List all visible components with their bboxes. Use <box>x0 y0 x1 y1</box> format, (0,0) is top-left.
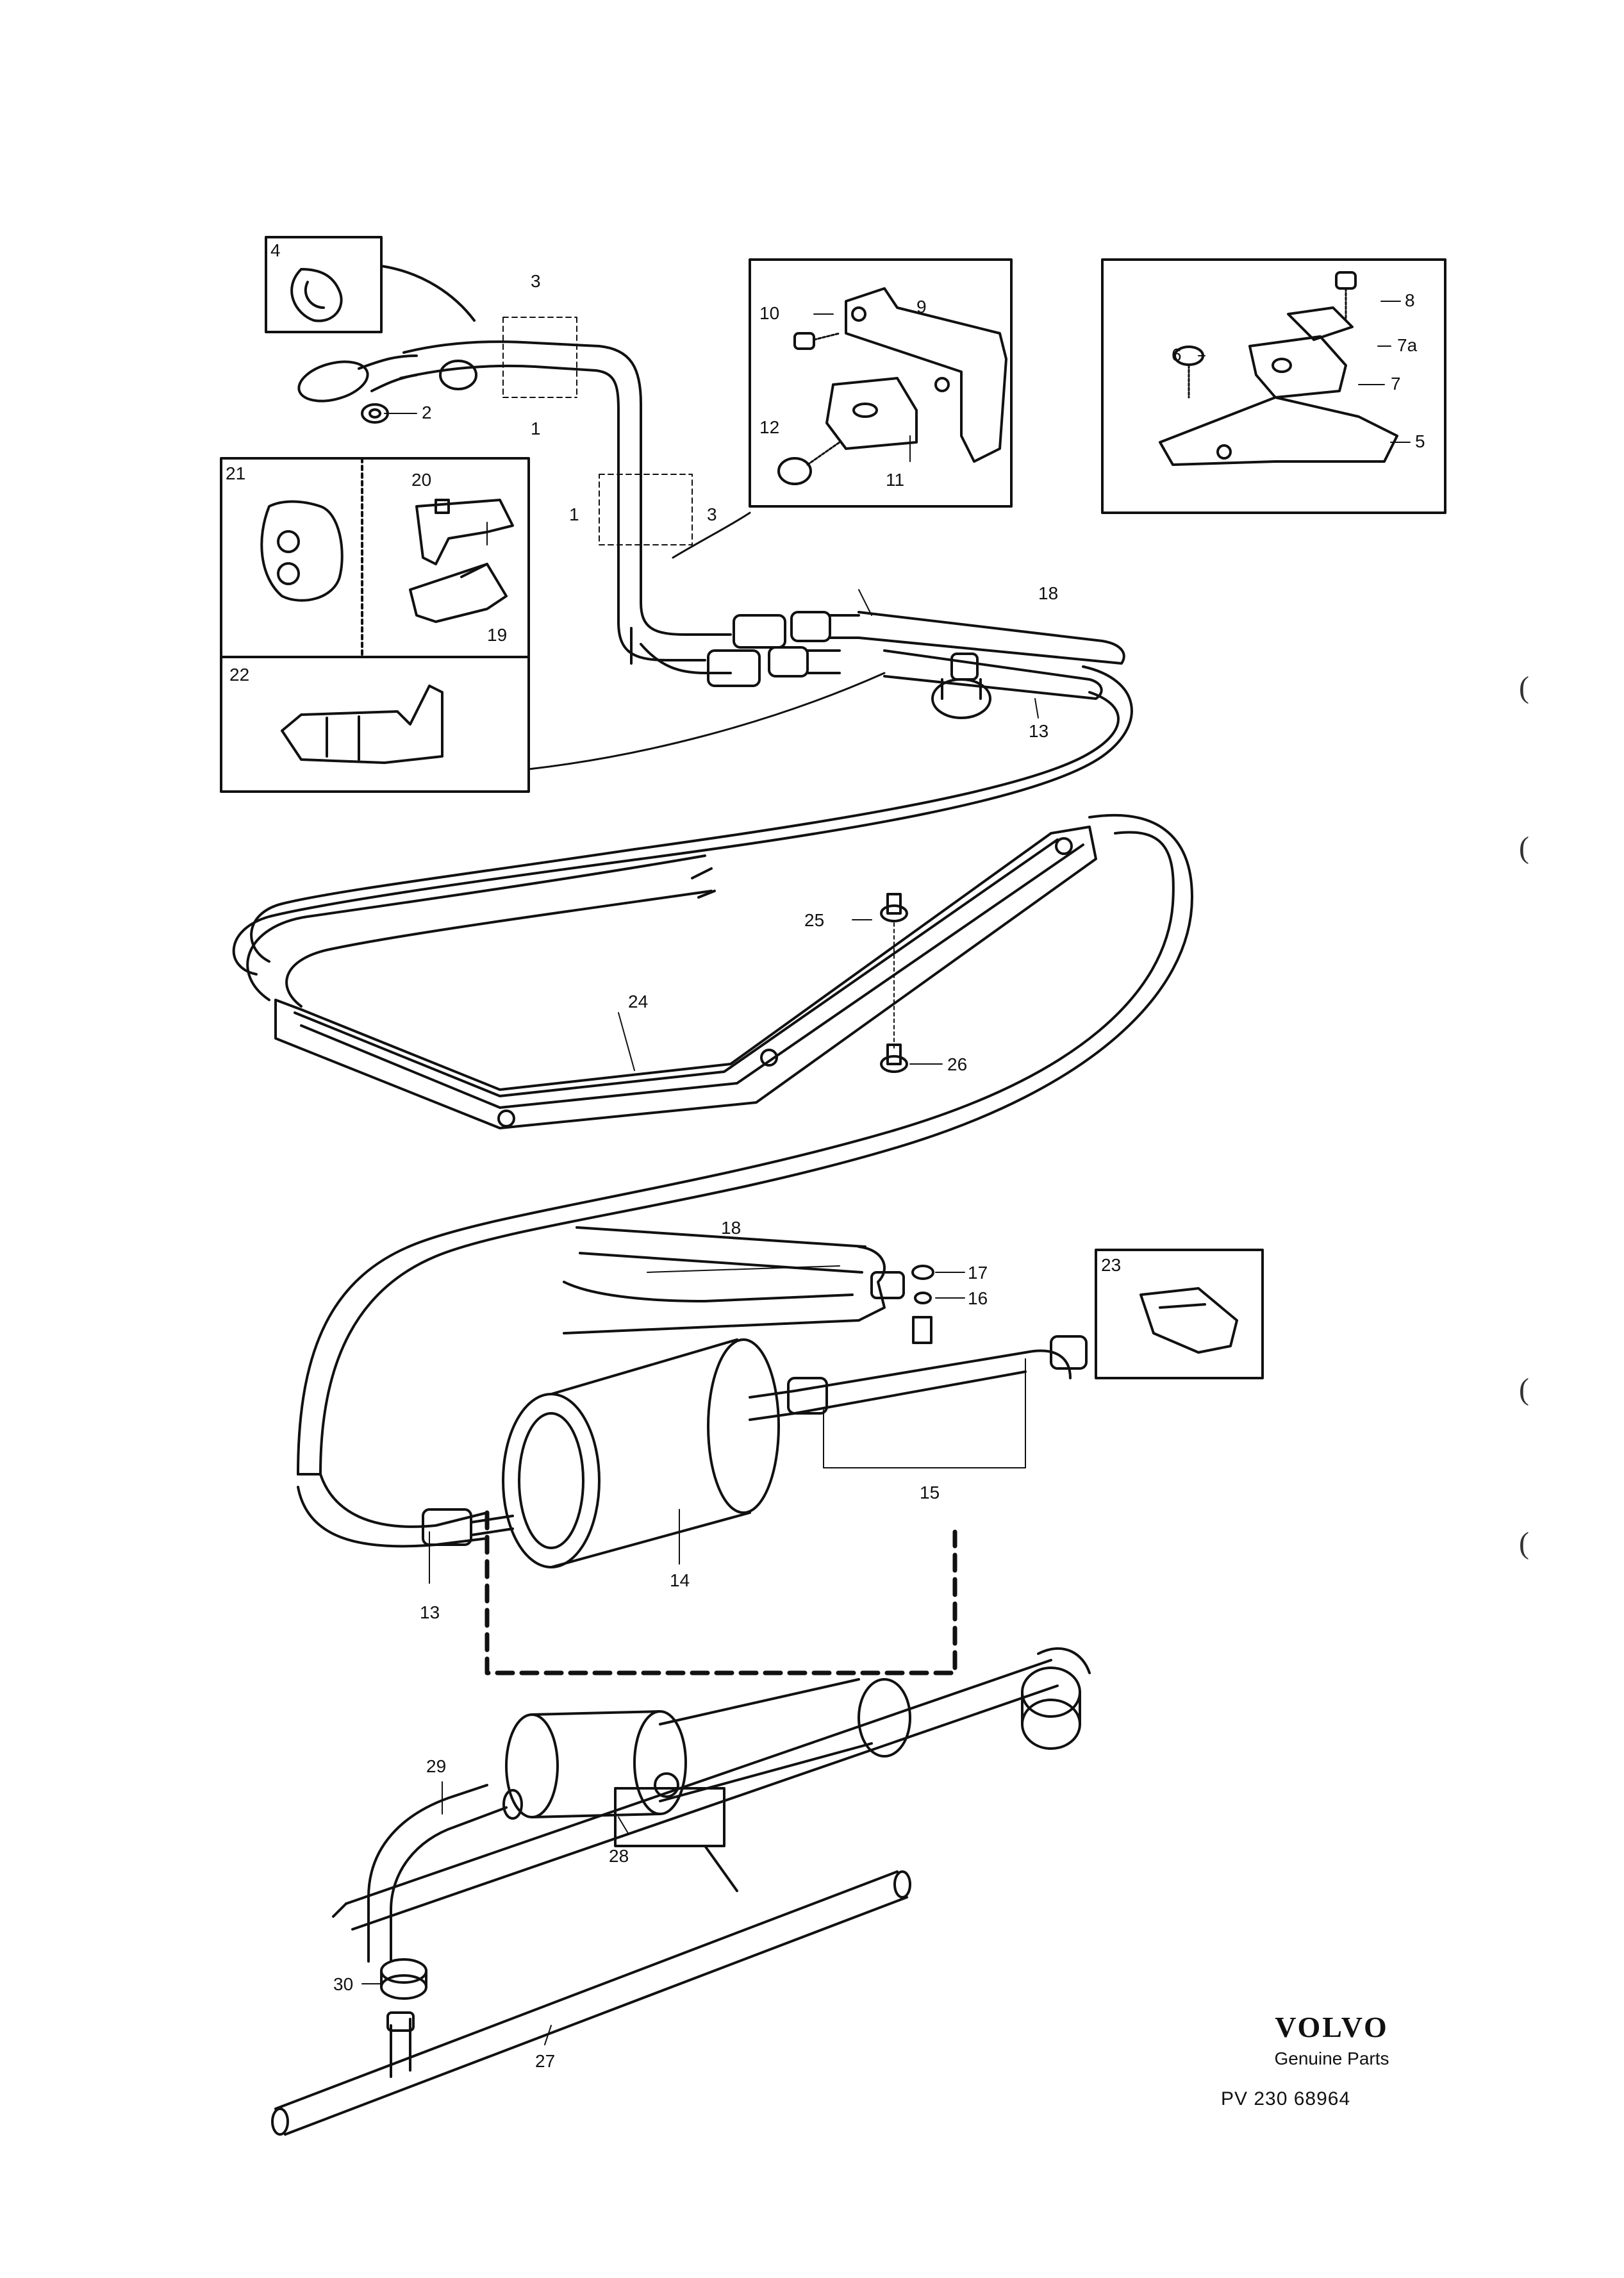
fittings-cluster <box>707 611 860 687</box>
callout-25: 25 <box>804 910 824 930</box>
margin-mark-3: ( <box>1519 1372 1529 1406</box>
filter-assembly-28 <box>505 1678 911 1892</box>
hose-18-top <box>858 611 1125 665</box>
tee-16-17 <box>912 1316 932 1344</box>
dashed-detail-box <box>485 1510 957 1675</box>
return-hose-loop <box>232 665 1133 976</box>
callout-7a: 7a <box>1397 335 1418 355</box>
callout-3-mid: 3 <box>707 504 717 524</box>
callout-1-mid: 1 <box>569 504 579 524</box>
clip-4-leader <box>380 265 476 322</box>
callout-13-bottom: 13 <box>420 1602 440 1622</box>
clip-4-shape <box>290 268 343 322</box>
callout-30: 30 <box>333 1974 353 1994</box>
inset-box-5-8 <box>1101 258 1446 514</box>
callout-11: 11 <box>886 470 904 490</box>
inset-box-4 <box>265 236 383 333</box>
callout-17: 17 <box>968 1263 988 1283</box>
callout-9: 9 <box>916 297 927 317</box>
callout-18-top: 18 <box>1038 583 1058 603</box>
brand-block: VOLVO Genuine Parts <box>1236 2013 1428 2069</box>
screw-8 <box>1335 271 1357 322</box>
inset-box-23 <box>1095 1249 1264 1379</box>
fuel-line-upper <box>399 340 732 674</box>
inset-box-19-22 <box>220 457 530 793</box>
callout-8: 8 <box>1405 290 1415 310</box>
brand-subtitle: Genuine Parts <box>1274 2049 1389 2068</box>
clip-20 <box>415 499 514 565</box>
callout-28: 28 <box>609 1846 629 1866</box>
clip-19 <box>409 563 508 623</box>
pipe-lower-long <box>345 1659 1059 1931</box>
bolt-26 <box>880 1043 908 1073</box>
callout-1-top: 1 <box>531 419 541 438</box>
callout-6: 6 <box>1172 345 1182 365</box>
part-code: PV 230 68964 <box>1221 2088 1351 2109</box>
callout-23: 23 <box>1101 1255 1121 1275</box>
callout-16: 16 <box>968 1288 988 1308</box>
hose-18-mid <box>576 1226 866 1274</box>
callout-10: 10 <box>759 303 779 323</box>
callout-12: 12 <box>759 417 779 437</box>
bracket-5 <box>1159 396 1398 466</box>
callout-7: 7 <box>1391 374 1401 394</box>
callout-24: 24 <box>628 992 648 1011</box>
screw-10 <box>793 332 841 350</box>
clamp-30 <box>380 1958 427 2000</box>
screw-12 <box>777 441 841 485</box>
tray-24 <box>274 826 1097 1129</box>
pipe-27 <box>274 1870 908 2136</box>
hose-13-bottom <box>319 1473 488 1528</box>
callout-14: 14 <box>670 1570 690 1590</box>
callout-20: 20 <box>411 470 431 490</box>
clamp-7 <box>1248 335 1347 399</box>
callout-labels: 3 1 1 3 4 2 10 9 12 11 8 7a 6 7 5 21 20 … <box>226 240 1425 2071</box>
clamp-7a <box>1287 306 1354 341</box>
margin-mark-2: ( <box>1519 831 1529 865</box>
callout-18-mid: 18 <box>721 1218 741 1238</box>
margin-mark-1: ( <box>1519 670 1529 704</box>
clamp-11 <box>825 377 918 450</box>
pipe-29 <box>367 1784 508 1963</box>
grommet-21 <box>260 500 344 602</box>
fuel-filter-14 <box>502 1338 780 1568</box>
callout-19: 19 <box>487 625 507 645</box>
clip-22 <box>281 685 443 764</box>
inset-box-9-12 <box>749 258 1013 508</box>
callout-3-top: 3 <box>531 271 541 291</box>
hose-13-top <box>883 649 1103 700</box>
bracket-9 <box>845 287 1007 463</box>
hose-stub <box>297 354 477 403</box>
end-fitting-lower <box>1021 1667 1081 1750</box>
callout-13-top: 13 <box>1029 721 1048 741</box>
callout-29: 29 <box>426 1756 446 1776</box>
callout-5: 5 <box>1415 431 1425 451</box>
callout-27: 27 <box>535 2051 555 2071</box>
pipe-15 <box>749 1351 1027 1421</box>
callout-26: 26 <box>947 1054 967 1074</box>
pressure-regulator <box>931 653 991 719</box>
callout-4: 4 <box>270 240 281 260</box>
margin-mark-4: ( <box>1519 1526 1529 1560</box>
callout-15: 15 <box>920 1483 940 1502</box>
volvo-logo: VOLVO <box>1275 2011 1389 2043</box>
clip-23 <box>1139 1287 1238 1354</box>
callout-2: 2 <box>422 403 432 422</box>
bolt-25 <box>880 893 908 922</box>
callout-21: 21 <box>226 463 245 483</box>
callout-22: 22 <box>229 665 249 685</box>
